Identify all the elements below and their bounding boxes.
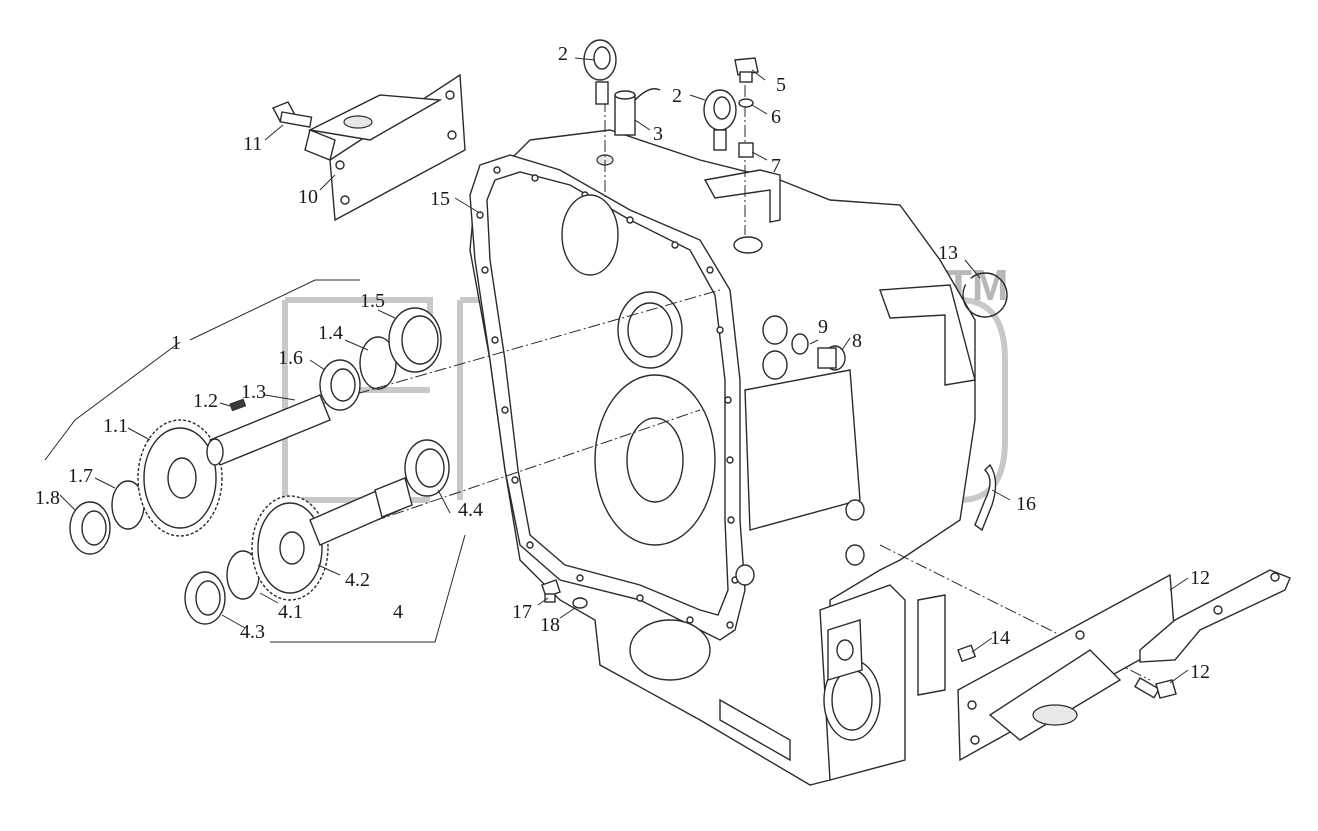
callout-8: 8 — [852, 330, 862, 352]
callout-4-4: 4.4 — [458, 499, 483, 521]
callout-12-top: 11 — [243, 133, 262, 155]
callout-11: 13 — [938, 242, 958, 264]
callout-2-left: 2 — [558, 43, 568, 65]
callout-4: 4 — [393, 601, 403, 623]
plug-17 — [541, 579, 561, 603]
mounting-bracket-10 — [304, 73, 466, 222]
callout-13: 12 — [1190, 567, 1210, 589]
sleeve-3 — [614, 88, 661, 136]
callout-4-1: 4.1 — [278, 601, 303, 623]
callout-1-3: 1.3 — [241, 381, 266, 403]
callout-15: 15 — [430, 188, 450, 210]
washer-18 — [572, 597, 588, 609]
eye-bolt-2-left — [583, 39, 617, 105]
fitting-8 — [817, 345, 846, 371]
plug-5 — [734, 57, 759, 83]
mounting-bracket-13 — [957, 569, 1291, 762]
shaft-assembly-1 — [69, 307, 442, 555]
callout-1-4: 1.4 — [318, 322, 343, 344]
transmission-housing — [469, 129, 976, 786]
callout-1-6: 1.6 — [278, 347, 303, 369]
washer-6 — [738, 98, 754, 108]
callout-6: 6 — [771, 106, 781, 128]
bolt-12-top — [272, 101, 313, 128]
callout-10: 10 — [298, 186, 318, 208]
callout-1-5: 1.5 — [360, 290, 385, 312]
fitting-14 — [957, 644, 977, 663]
callout-5: 5 — [776, 74, 786, 96]
washer-9 — [791, 333, 809, 355]
callout-16: 16 — [1016, 493, 1036, 515]
callout-labels: 2 2 3 5 6 7 11 10 15 13 9 8 16 1.5 1.4 1… — [35, 43, 1210, 683]
callout-14: 14 — [990, 627, 1010, 649]
bushing-7 — [738, 142, 754, 158]
callout-12-bottom: 12 — [1190, 661, 1210, 683]
callout-4-2: 4.2 — [345, 569, 370, 591]
callout-1: 1 — [171, 332, 181, 354]
callout-1-1: 1.1 — [103, 415, 128, 437]
flange-bolt-holes — [476, 166, 739, 629]
callout-2-right: 2 — [672, 85, 682, 107]
callout-1-7: 1.7 — [68, 465, 93, 487]
leader-lines — [44, 57, 1189, 684]
callout-3: 3 — [653, 123, 663, 145]
callout-17: 17 — [512, 601, 532, 623]
callout-9: 9 — [818, 316, 828, 338]
callout-18: 18 — [540, 614, 560, 636]
bolt-12-bottom — [1134, 677, 1177, 699]
circlip-11 — [962, 272, 1008, 318]
callout-7: 7 — [771, 155, 781, 177]
callout-1-8: 1.8 — [35, 487, 60, 509]
callout-1-2: 1.2 — [193, 390, 218, 412]
callout-4-3: 4.3 — [240, 621, 265, 643]
eye-bolt-2-right — [703, 89, 737, 151]
tube-16 — [974, 463, 997, 532]
shaft-assembly-4 — [184, 439, 450, 625]
